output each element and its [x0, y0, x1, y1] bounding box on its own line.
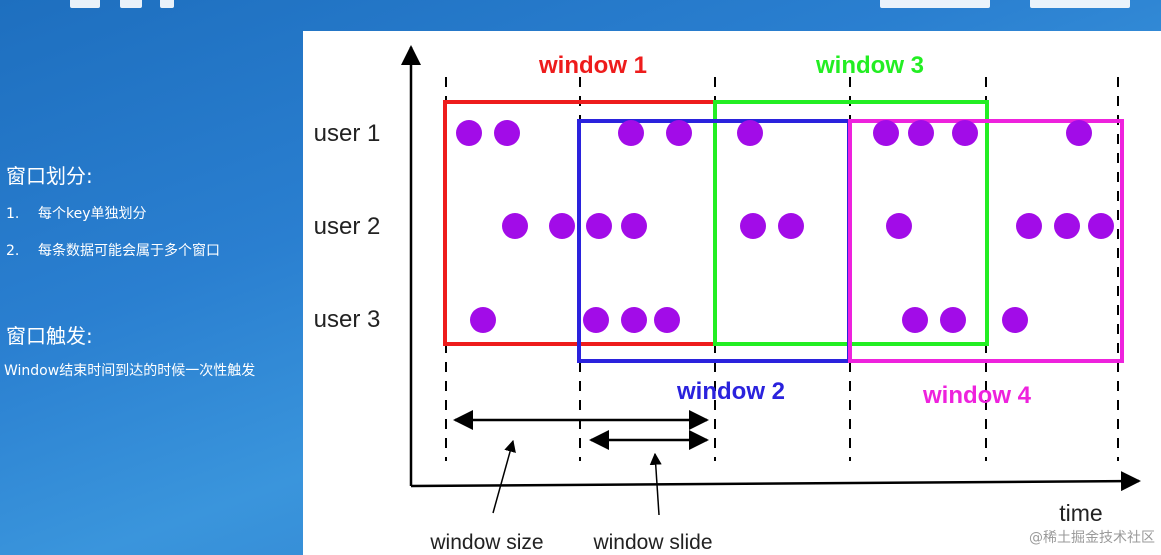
data-point — [737, 120, 763, 146]
trigger-description: Window结束时间到达的时候一次性触发 — [4, 363, 256, 379]
header-fragment — [120, 0, 142, 8]
header-fragment — [880, 0, 990, 8]
header-fragment — [70, 0, 100, 8]
time-axis-label: time — [1059, 500, 1102, 526]
window-slide-label: window slide — [592, 531, 712, 554]
data-point — [583, 307, 609, 333]
window-size-leader — [492, 439, 516, 514]
data-point — [778, 213, 804, 239]
window-2-label: window 2 — [676, 378, 785, 405]
data-point — [908, 120, 934, 146]
sliding-window-diagram: window 1 window 3 window 2 window 4 user… — [303, 31, 1161, 555]
header-fragment — [160, 0, 174, 8]
window-4-rect — [848, 119, 1124, 363]
list-text: 每个key单独划分 — [38, 206, 147, 222]
data-point — [740, 213, 766, 239]
user-1-label: user 1 — [314, 120, 381, 147]
x-axis — [410, 471, 1141, 492]
list-item: 1. 每个key单独划分 — [6, 203, 147, 223]
user-3-label: user 3 — [314, 306, 381, 333]
header-fragment — [1030, 0, 1130, 8]
data-point — [940, 307, 966, 333]
watermark: @稀土掘金技术社区 — [1029, 530, 1155, 546]
data-point — [1016, 213, 1042, 239]
list-number: 2. — [6, 243, 20, 259]
data-point — [873, 120, 899, 146]
data-point — [618, 120, 644, 146]
data-point — [1054, 213, 1080, 239]
list-text: 每条数据可能会属于多个窗口 — [38, 243, 220, 259]
user-2-label: user 2 — [314, 213, 381, 240]
data-point — [586, 213, 612, 239]
list-number: 1. — [6, 206, 20, 222]
data-point — [1088, 213, 1114, 239]
data-point — [502, 213, 528, 239]
section-title-window-division: 窗口划分: — [6, 164, 93, 188]
window-slide-leader — [649, 452, 662, 516]
data-point — [902, 307, 928, 333]
left-panel: 窗口划分: 1.每个key单独划分 2.每条数据可能会属于多个窗口 窗口触发: … — [0, 0, 300, 555]
list-item: 2. 每条数据可能会属于多个窗口 — [6, 240, 220, 260]
data-point — [1002, 307, 1028, 333]
data-point — [621, 307, 647, 333]
data-points — [456, 120, 1114, 333]
window-size-label: window size — [429, 531, 543, 554]
data-point — [494, 120, 520, 146]
data-point — [456, 120, 482, 146]
window-3-label: window 3 — [815, 52, 924, 79]
data-point — [886, 213, 912, 239]
data-point — [621, 213, 647, 239]
data-point — [654, 307, 680, 333]
section-title-window-trigger: 窗口触发: — [6, 324, 93, 348]
window-4-label: window 4 — [922, 382, 1032, 409]
window-1-label: window 1 — [538, 52, 647, 79]
data-point — [1066, 120, 1092, 146]
diagram-svg: window 1 window 3 window 2 window 4 user… — [314, 45, 1141, 554]
data-point — [666, 120, 692, 146]
data-point — [470, 307, 496, 333]
data-point — [952, 120, 978, 146]
data-point — [549, 213, 575, 239]
